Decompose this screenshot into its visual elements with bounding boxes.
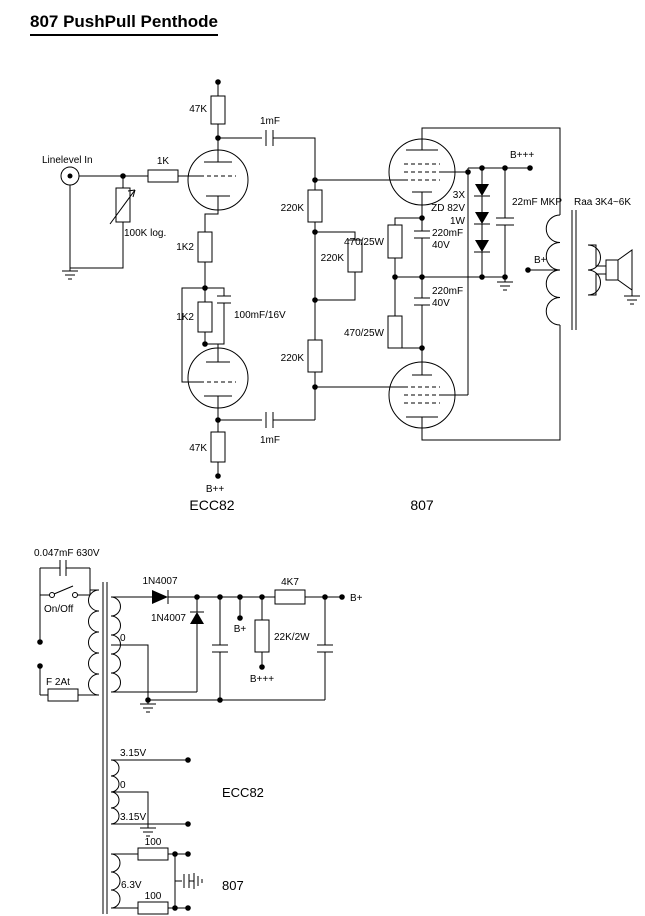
resistor-1k-label: 1K [157, 156, 170, 167]
supply-rail-bppp: B+++ [468, 150, 534, 169]
snubber-label: 0.047mF 630V [34, 548, 100, 559]
label-807: 807 [410, 497, 434, 513]
resistor-220k-mid: 220K [315, 231, 363, 301]
resistor-470-upper-label: 470/25W [344, 237, 385, 248]
fuse: F 2At [39, 666, 99, 702]
resistor-220k-top: 220K [281, 189, 323, 340]
fuse-label: F 2At [46, 677, 70, 688]
capacitor-220mf-upper-label-2: 40V [432, 240, 450, 251]
resistor-22k: 22K/2W B+++ [250, 597, 310, 685]
resistor-1k2-bottom: 1K2 [176, 301, 219, 362]
zener-label-2: ZD 82V [431, 203, 465, 214]
resistor-22k-label: 22K/2W [274, 632, 310, 643]
resistor-470-lower: 470/25W [344, 277, 422, 349]
supply-bppp-label: B+++ [510, 150, 534, 161]
output-transformer: B+ Raa 3K4~6K [528, 197, 631, 330]
resistor-1k2-top-label: 1K2 [176, 242, 194, 253]
resistor-4k7-label: 4K7 [281, 577, 299, 588]
resistor-4k7: 4K7 B+ [274, 577, 363, 605]
capacitor-1mf-bottom-label: 1mF [260, 435, 280, 446]
resistor-470-lower-label: 470/25W [344, 328, 385, 339]
pot-label: 100K log. [124, 228, 166, 239]
bp-out-label: B+ [350, 593, 363, 604]
resistor-1k: 1K [147, 156, 200, 183]
rectifier-diode-1: 1N4007 [111, 576, 275, 604]
bp-tap-label: B+ [234, 624, 247, 635]
resistor-100-top-label: 100 [145, 837, 162, 848]
supply-bp-label: B+ [534, 255, 547, 266]
resistor-47k-bottom: 47K B++ [189, 431, 226, 495]
input-label: Linelevel In [42, 155, 93, 166]
tube-ecc82-triode-2 [181, 287, 249, 432]
heater-315-top-label: 3.15V [120, 748, 146, 759]
capacitor-220mf-lower: 220mF 40V [414, 277, 463, 348]
capacitor-22mf-mkp: 22mF MKP [496, 168, 562, 277]
diode-2-label: 1N4007 [151, 613, 186, 624]
rectifier-diode-2: 1N4007 [111, 597, 204, 693]
raa-label: Raa 3K4~6K [574, 197, 631, 208]
filter-capacitor-1 [212, 597, 228, 700]
tube-807-upper [388, 127, 561, 218]
junction-dots [37, 79, 533, 911]
stage-labels: ECC82 807 [189, 497, 433, 513]
resistor-47k-top: 47K [189, 84, 226, 125]
capacitor-220mf-lower-label-1: 220mF [432, 286, 463, 297]
diode-1-label: 1N4007 [142, 576, 177, 587]
secondary-zero-label: 0 [120, 633, 126, 644]
zener-diode-stack: 3X ZD 82V 1W [431, 168, 490, 277]
tube-ecc82-triode-1 [187, 124, 249, 232]
resistor-1k2-top: 1K2 [176, 231, 213, 302]
switch-label: On/Off [44, 604, 73, 615]
resistor-220k-top-label: 220K [281, 203, 305, 214]
power-switch: On/Off [39, 568, 91, 642]
capacitor-1mf-top-label: 1mF [260, 116, 280, 127]
capacitor-220mf-lower-label-2: 40V [432, 298, 450, 309]
capacitor-220mf-upper: 220mF 40V [414, 218, 463, 277]
resistor-220k-mid-label: 220K [321, 253, 345, 264]
heater-315-bottom-label: 3.15V [120, 812, 146, 823]
heater-807-label: 807 [222, 878, 244, 893]
power-transformer [78, 568, 121, 914]
bp-tap-terminal: B+ [234, 597, 247, 635]
input-jack: Linelevel In [42, 155, 148, 268]
capacitor-22mf-label: 22mF MKP [512, 197, 562, 208]
heater-zero-label: 0 [120, 780, 126, 791]
capacitor-1mf-bottom: 1mF [218, 412, 315, 446]
input-ground-symbol [62, 268, 78, 280]
page-title: 807 PushPull Penthode [30, 12, 218, 36]
capacitor-100mf-label: 100mF/16V [234, 310, 286, 321]
resistor-1k2-bottom-label: 1K2 [176, 312, 194, 323]
resistor-47k-bottom-label: 47K [189, 443, 207, 454]
capacitor-220mf-upper-label-1: 220mF [432, 228, 463, 239]
zener-label-3: 1W [450, 216, 466, 227]
supply-bpp-label: B++ [206, 484, 225, 495]
psu-ground [140, 699, 325, 713]
heater-winding-ecc82: 3.15V 0 3.15V ECC82 [110, 748, 264, 837]
capacitor-1mf-top: 1mF [218, 116, 404, 190]
resistor-47k-top-label: 47K [189, 104, 207, 115]
secondary-center-tap: 0 [111, 633, 149, 700]
resistor-100-bottom-label: 100 [145, 891, 162, 902]
bppp-out-label: B+++ [250, 674, 274, 685]
volume-potentiometer: 100K log. [70, 176, 166, 269]
heater-winding-807: 100 100 6.3V 807 [110, 837, 244, 915]
heater-ecc82-label: ECC82 [222, 785, 264, 800]
resistor-220k-bottom: 220K [281, 339, 404, 420]
heater-63v-label: 6.3V [121, 880, 142, 891]
capacitor-100mf: 100mF/16V [205, 287, 286, 345]
tube-807-lower [388, 168, 561, 441]
snubber-capacitor: 0.047mF 630V [34, 548, 100, 576]
zener-label-1: 3X [453, 190, 466, 201]
resistor-220k-bottom-label: 220K [281, 353, 305, 364]
filter-capacitor-2 [317, 597, 333, 700]
label-ecc82: ECC82 [189, 497, 234, 513]
speaker [588, 244, 640, 305]
resistor-470-upper: 470/25W [344, 217, 422, 277]
